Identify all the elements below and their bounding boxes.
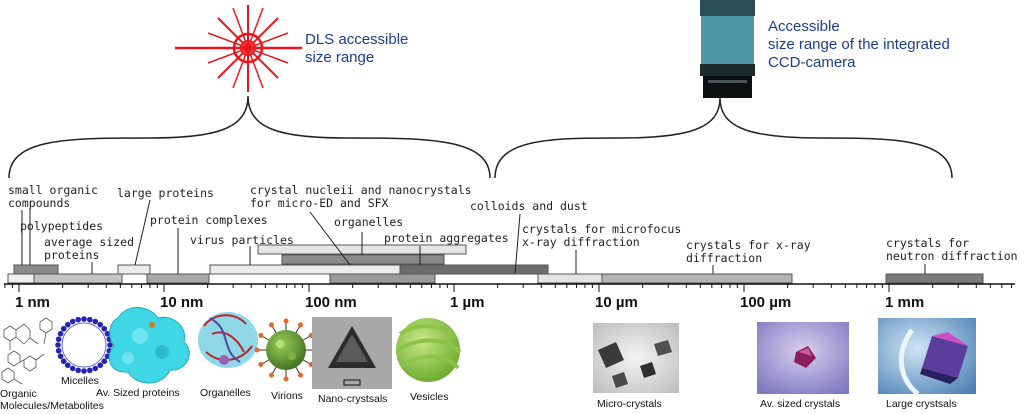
axis-tick-label: 1 mm [885,294,925,311]
label-large-proteins: large proteins [117,186,214,200]
caption-large-crystals: Large crystsals [886,398,957,410]
bar-colloids [329,273,436,284]
ccd-label: Accessible size range of the integrated … [768,18,950,71]
dls-label: DLS accessible size range [305,31,409,66]
bar-protein-complexes [146,273,210,284]
axis-tick-label: 1 nm [15,294,51,311]
dls-range-brace [8,95,491,179]
vesicle-image [396,318,462,382]
bar-average-proteins [33,273,123,284]
label-virus-particles: virus particles [190,233,294,247]
caption-micelles: Micelles [61,375,99,387]
label-crystal-nuclei: crystal nucleii and nanocrystals for mic… [250,183,472,210]
caption-micro-crystals: Micro-crystals [597,398,662,410]
bar-crystals-microfocus [537,273,603,284]
size-bars [7,244,984,284]
axis-tick-label: 10 nm [160,294,204,311]
bar-crystals-neutron [885,273,984,284]
micelles-image [55,316,113,374]
label-crystals-microfocus: crystals for microfocus x-ray diffractio… [522,222,682,249]
large-crystals-image [878,318,976,396]
bar-protein-aggregates [399,264,549,275]
axis-tick-label: 1 µm [450,294,485,311]
label-crystals-neutron: crystals for neutron diffraction [886,236,1018,263]
label-organelles: organelles [334,215,404,229]
caption-virions: Virions [271,390,303,402]
caption-nano: Nano-crystsals [318,393,388,405]
label-average-proteins: average sized proteins [44,235,135,262]
virion-image [254,318,318,382]
camera-icon [700,0,755,98]
caption-av-crystals: Av. sized crystals [760,398,841,410]
caption-vesicles: Vesicles [410,391,449,403]
leader-lines [21,199,926,275]
size-axis [4,283,1015,292]
bar-organelles [281,254,445,265]
axis-tick-label: 10 µm [595,294,638,311]
laser-icon [175,5,302,92]
caption-organelles: Organelles [200,387,251,399]
ccd-range-brace [494,97,953,179]
caption-organic: Organic Molecules/Metabolites [0,388,104,412]
organelles-image [198,312,258,368]
protein-image [108,307,190,384]
caption-proteins: Av. Sized proteins [96,387,180,399]
bar-virus-particles [209,264,401,275]
av-sized-crystals-image [757,322,849,394]
label-protein-aggregates: protein aggregates [384,231,509,245]
label-small-organic: small organic compounds [8,183,99,210]
nano-crystal-image [312,317,392,389]
label-protein-complexes: protein complexes [150,213,268,227]
organic-molecules-image [1,317,53,385]
axis-tick-label: 100 nm [305,294,357,311]
axis-tick-label: 100 µm [740,294,792,311]
bar-crystals-xray [601,273,793,284]
bar-large-proteins [117,264,151,275]
bar-small-organic [13,264,59,275]
label-crystals-xray: crystals for x-ray diffraction [686,238,811,265]
label-colloids: colloids and dust [470,199,588,213]
micro-crystals-image [593,323,679,393]
label-polypeptides: polypeptides [20,219,104,233]
